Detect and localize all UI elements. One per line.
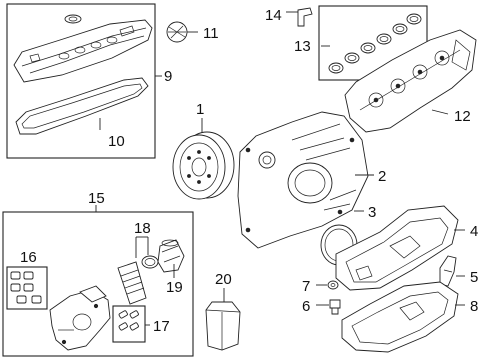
pulley [172,131,235,200]
seal-kit-16-frame [6,266,48,310]
callout-12: 12 [454,108,471,125]
callout-20: 20 [215,271,232,288]
callout-6: 6 [302,298,310,315]
seal-kit-16 [10,271,42,304]
callout-7: 7 [302,278,310,295]
seal-kit-17 [118,310,139,331]
callout-15: 15 [88,190,105,207]
callout-14: 14 [265,7,282,24]
o-ring-18 [141,255,159,269]
drain-plug [329,299,341,315]
oil-level-sensor [439,255,457,287]
oil-filter-group-frame [2,211,194,357]
upper-oil-pan [335,205,459,291]
valve-cover [13,19,153,83]
callout-19: 19 [166,279,183,296]
lower-oil-pan [341,281,459,353]
intake-manifold [344,29,477,133]
callout-4: 4 [470,223,478,240]
valve-cover-group-frame [6,3,156,159]
callout-5: 5 [470,269,478,286]
washer [327,280,339,290]
callout-13: 13 [294,38,311,55]
timing-cover [237,111,369,249]
callout-1: 1 [196,101,204,118]
callout-3: 3 [368,204,376,221]
seal-kit-17-frame [112,305,146,343]
oil-filter-housing [49,285,111,351]
callout-11: 11 [203,25,219,42]
callout-17: 17 [153,318,170,335]
leader-12 [431,109,449,115]
callout-18: 18 [134,220,151,237]
oil-filter-element [117,261,147,305]
oval-seal [64,14,82,24]
callout-2: 2 [378,168,386,185]
oil-container [205,301,241,351]
callout-10: 10 [108,133,125,150]
o-rings [328,13,422,74]
callout-16: 16 [20,249,37,266]
oil-filler-cap [166,21,188,43]
callout-8: 8 [470,298,478,315]
callout-9: 9 [164,68,172,85]
valve-cover-gasket [15,77,149,135]
sensor-14 [286,7,313,27]
filter-cap [157,239,185,273]
